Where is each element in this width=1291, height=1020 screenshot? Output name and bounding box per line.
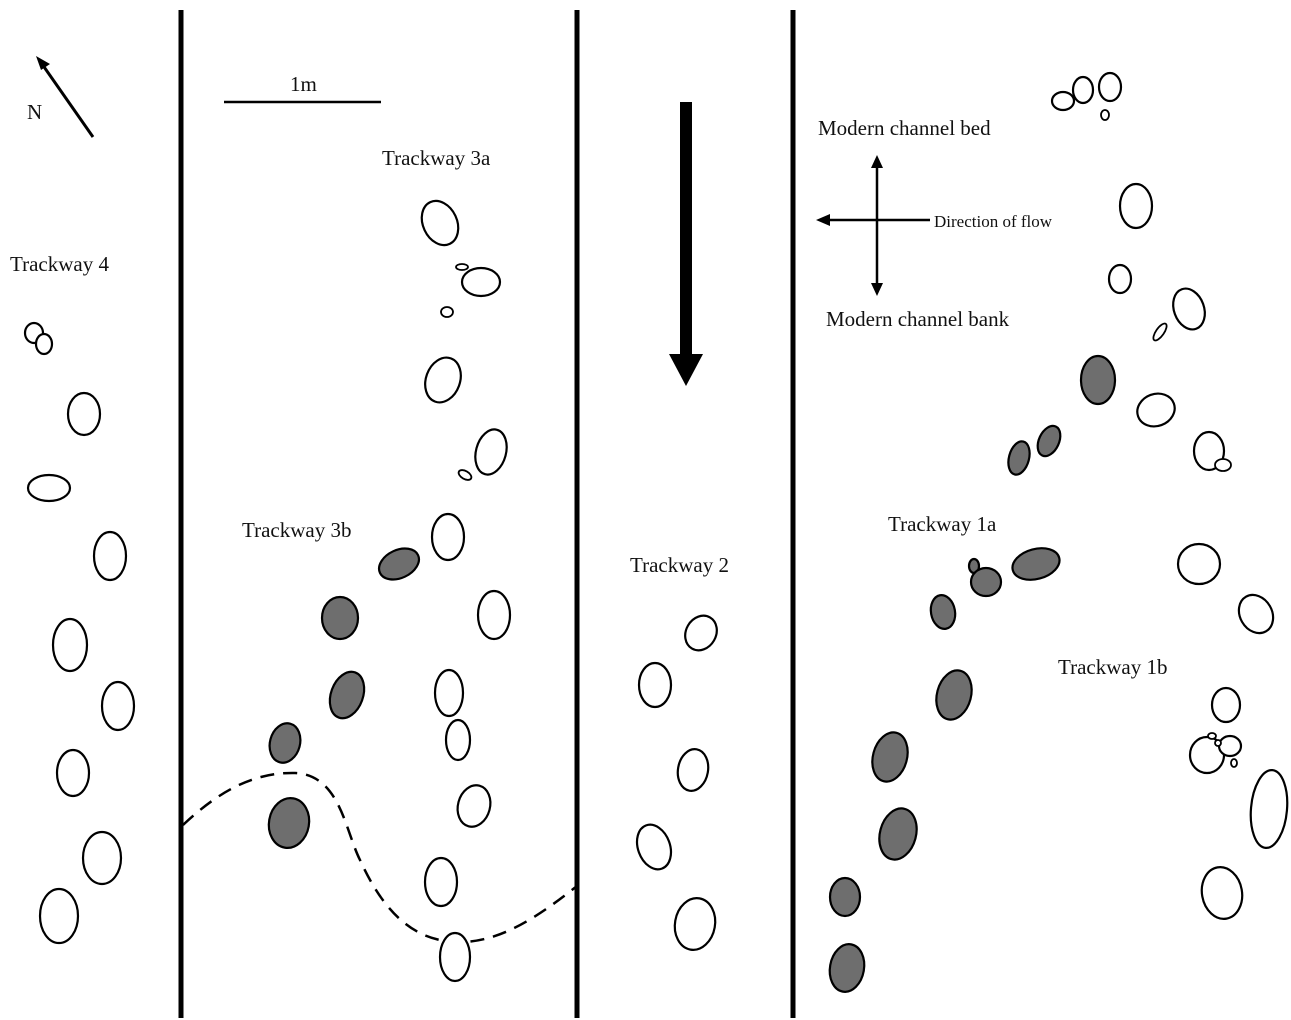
footprint bbox=[1007, 440, 1031, 476]
footprint bbox=[1214, 458, 1232, 472]
footprint bbox=[1249, 769, 1289, 849]
footprint bbox=[1036, 424, 1062, 458]
footprint bbox=[457, 469, 473, 481]
footprint bbox=[684, 614, 718, 652]
footprint bbox=[92, 530, 128, 582]
flow-cross-icon bbox=[816, 155, 930, 296]
footprint bbox=[38, 887, 80, 945]
trackway-3a-prints bbox=[420, 199, 512, 983]
footprint bbox=[969, 566, 1003, 598]
footprint bbox=[268, 722, 302, 764]
footprint bbox=[100, 680, 136, 732]
footprint bbox=[81, 830, 123, 886]
footprint bbox=[1210, 686, 1242, 724]
footprint bbox=[423, 856, 459, 908]
trackway-3b-label: Trackway 3b bbox=[242, 518, 352, 542]
scale-label: 1m bbox=[290, 72, 317, 96]
footprint bbox=[430, 512, 466, 562]
trackway-4-label: Trackway 4 bbox=[10, 252, 109, 276]
footprint bbox=[455, 263, 469, 271]
trackway-3a-label: Trackway 3a bbox=[382, 146, 491, 170]
panel-dividers bbox=[178, 10, 796, 1018]
footprint bbox=[1214, 739, 1222, 747]
footprint bbox=[1152, 322, 1168, 342]
trackway-1b-label: Trackway 1b bbox=[1058, 655, 1168, 679]
footprint bbox=[1100, 109, 1110, 121]
footprint bbox=[66, 391, 102, 437]
footprint bbox=[424, 356, 462, 404]
footprint bbox=[673, 897, 717, 951]
footprint bbox=[929, 594, 957, 630]
footprint bbox=[328, 670, 366, 720]
footprint bbox=[320, 595, 360, 641]
footprint bbox=[828, 876, 862, 918]
footprint bbox=[935, 669, 973, 721]
footprint bbox=[26, 473, 72, 503]
footprint bbox=[828, 943, 866, 993]
channel-bed-label: Modern channel bed bbox=[818, 116, 991, 140]
footprint bbox=[267, 797, 311, 849]
footprint bbox=[1097, 71, 1123, 103]
footprint bbox=[1107, 263, 1133, 295]
footprint bbox=[1079, 354, 1117, 406]
footprint bbox=[1176, 542, 1222, 586]
trackway-2-label: Trackway 2 bbox=[630, 553, 729, 577]
footprint bbox=[55, 748, 91, 798]
trackway-1a-label: Trackway 1a bbox=[888, 512, 997, 536]
footprint bbox=[377, 547, 421, 581]
footprint bbox=[474, 428, 508, 476]
footprint bbox=[676, 748, 710, 792]
footprint bbox=[460, 266, 502, 298]
footprint bbox=[1136, 392, 1176, 428]
erosion-boundary-line bbox=[182, 771, 578, 944]
footprint bbox=[440, 306, 454, 318]
footprint bbox=[438, 931, 472, 983]
trackway-4-prints bbox=[23, 321, 136, 945]
trackway-1b-prints bbox=[1050, 71, 1289, 920]
footprint bbox=[878, 807, 918, 861]
footprint bbox=[476, 589, 512, 641]
footprint bbox=[1071, 75, 1095, 105]
footprint bbox=[1118, 182, 1154, 230]
footprint bbox=[1217, 734, 1243, 758]
footprint bbox=[871, 731, 909, 783]
footprint bbox=[1230, 758, 1238, 768]
footprint bbox=[1237, 593, 1275, 635]
north-arrow-icon bbox=[36, 56, 95, 138]
footprint bbox=[444, 718, 472, 762]
footprint bbox=[1200, 866, 1244, 920]
footprint bbox=[34, 332, 54, 356]
footprint bbox=[1050, 90, 1076, 112]
north-label: N bbox=[27, 100, 43, 124]
trackway-2-prints bbox=[635, 614, 718, 951]
flow-arrow-icon bbox=[669, 102, 703, 386]
footprint bbox=[635, 823, 673, 871]
trackway-1a-prints bbox=[828, 354, 1117, 993]
footprint bbox=[1172, 287, 1206, 331]
flow-label: Direction of flow bbox=[934, 212, 1053, 231]
footprint bbox=[1207, 732, 1217, 740]
footprint bbox=[456, 784, 492, 828]
footprint bbox=[51, 617, 89, 673]
channel-bank-label: Modern channel bank bbox=[826, 307, 1010, 331]
trackway-3b-prints bbox=[267, 547, 421, 849]
footprint bbox=[420, 199, 460, 247]
footprint bbox=[1011, 547, 1061, 581]
footprint bbox=[637, 661, 673, 709]
footprint bbox=[433, 668, 465, 718]
